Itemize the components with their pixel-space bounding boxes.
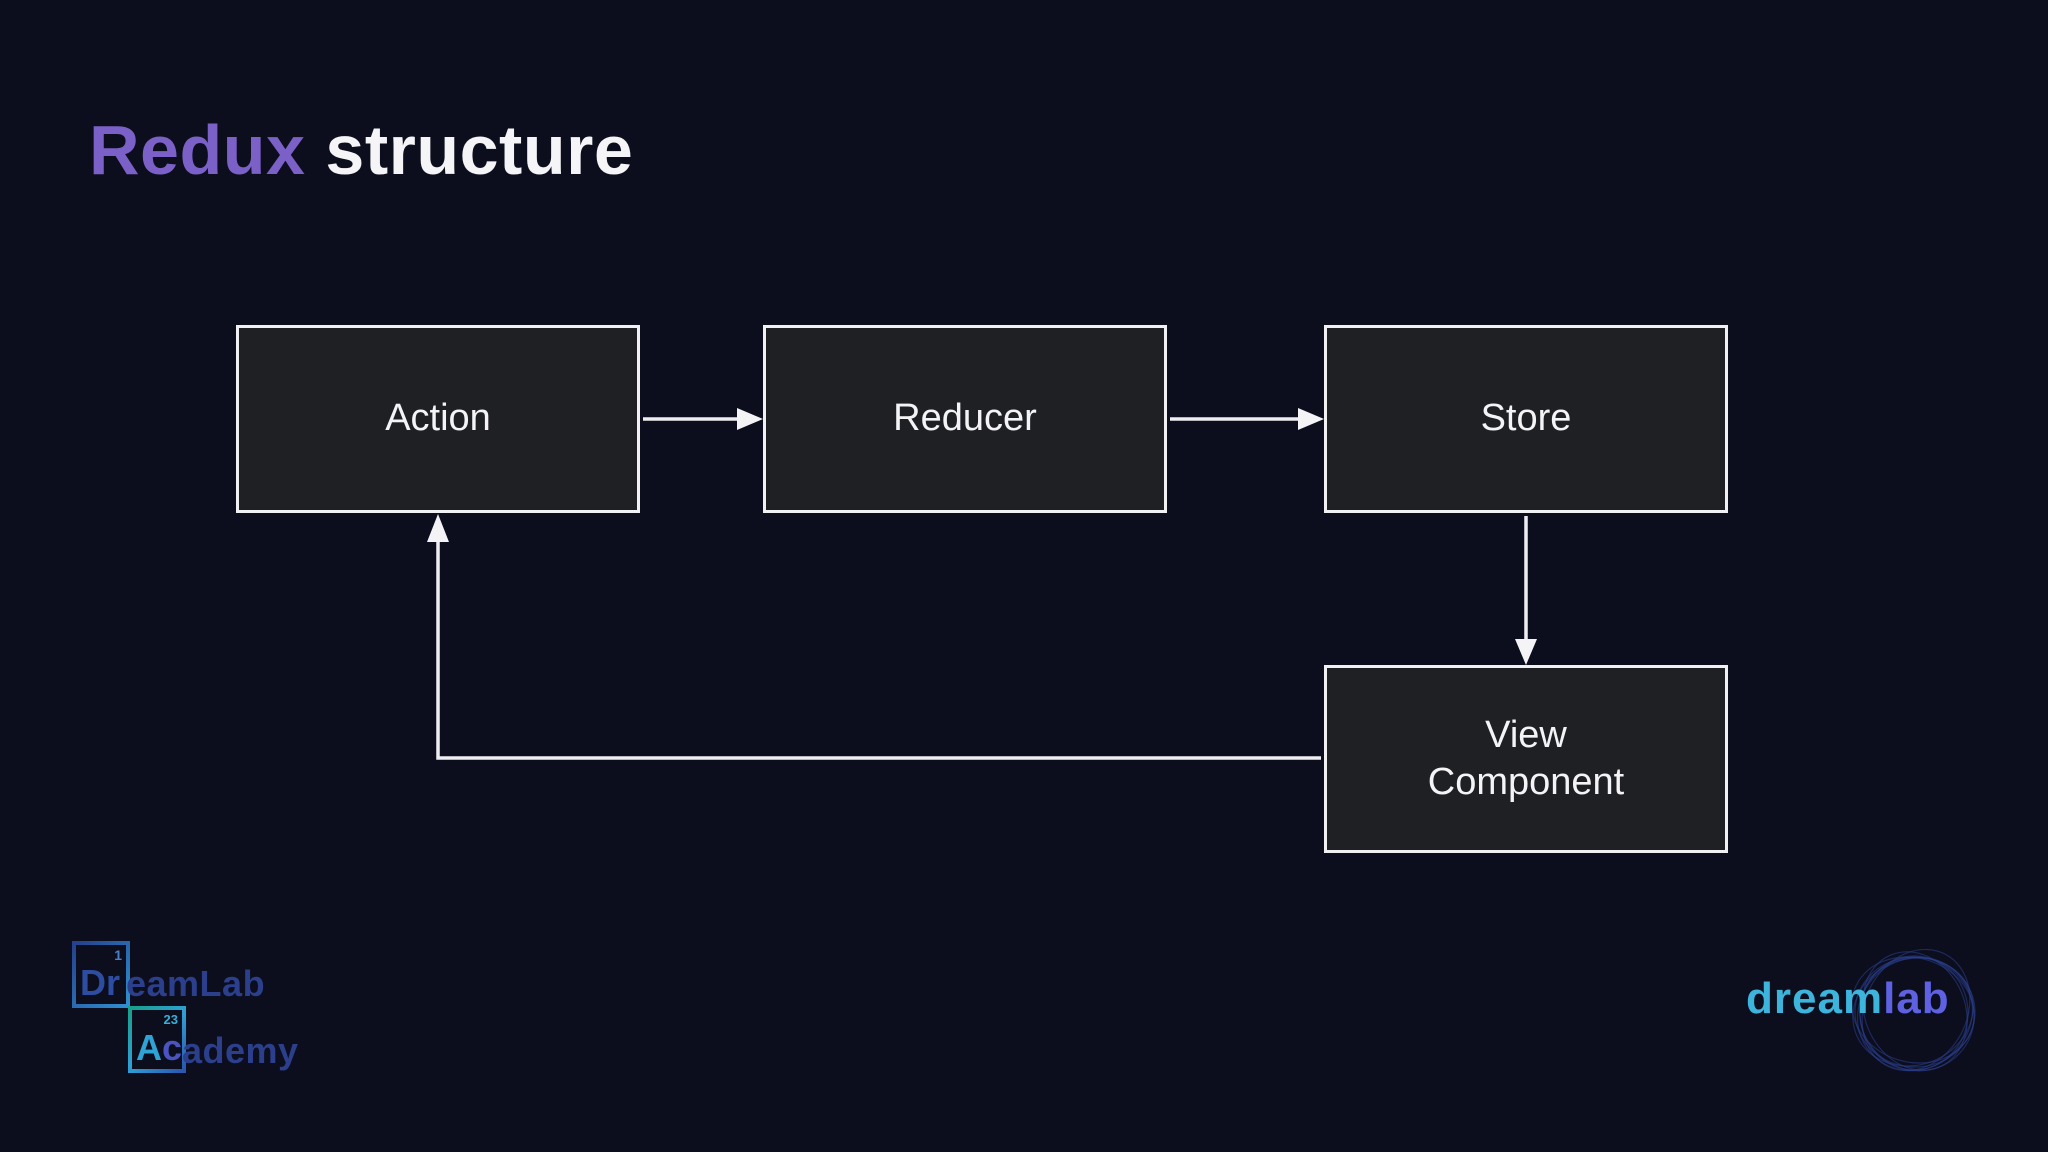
academy-word-dreamlab: eamLab (126, 963, 266, 1004)
node-label: Store (1480, 397, 1572, 440)
diagram-node-store: Store (1324, 325, 1728, 513)
title-highlight: Redux (89, 111, 306, 189)
dreamlab-academy-logo: Dr 1 eamLab Ac 23 ademy (68, 936, 368, 1086)
diagram-node-view-component: View Component (1324, 665, 1728, 853)
dreamlab-word-dream: dream (1746, 974, 1884, 1023)
element-number-23: 23 (163, 1012, 178, 1027)
element-symbol-ac-c: c (162, 1027, 183, 1068)
node-label: Reducer (893, 397, 1037, 440)
page-title: Redux structure (89, 112, 633, 189)
dreamlab-wordmark: dreamlab (1746, 977, 1950, 1021)
connector-action-to-reducer (643, 408, 763, 430)
periodic-element-ac-icon: Ac 23 (128, 1006, 186, 1073)
connector-view-to-action (427, 514, 1321, 760)
dreamlab-word-lab: lab (1883, 974, 1950, 1023)
academy-word-academy: ademy (182, 1030, 299, 1071)
node-label: Action (385, 397, 491, 440)
element-symbol-ac: Ac (136, 1030, 182, 1066)
element-symbol-ac-a: A (136, 1027, 162, 1068)
node-label-line2: Component (1427, 761, 1625, 803)
element-symbol-dr: Dr (80, 962, 121, 1003)
element-number-1: 1 (114, 947, 122, 963)
dreamlab-logo: dreamlab (1730, 925, 2020, 1100)
diagram-node-action: Action (236, 325, 640, 513)
periodic-element-dr-icon: Dr 1 (72, 941, 130, 1008)
connector-store-to-view (1515, 516, 1537, 665)
connector-reducer-to-store (1170, 408, 1324, 430)
orbit-ring-icon (1851, 948, 1976, 1072)
title-rest: structure (305, 111, 634, 189)
diagram-node-reducer: Reducer (763, 325, 1167, 513)
node-label-line1: View (1485, 713, 1567, 756)
